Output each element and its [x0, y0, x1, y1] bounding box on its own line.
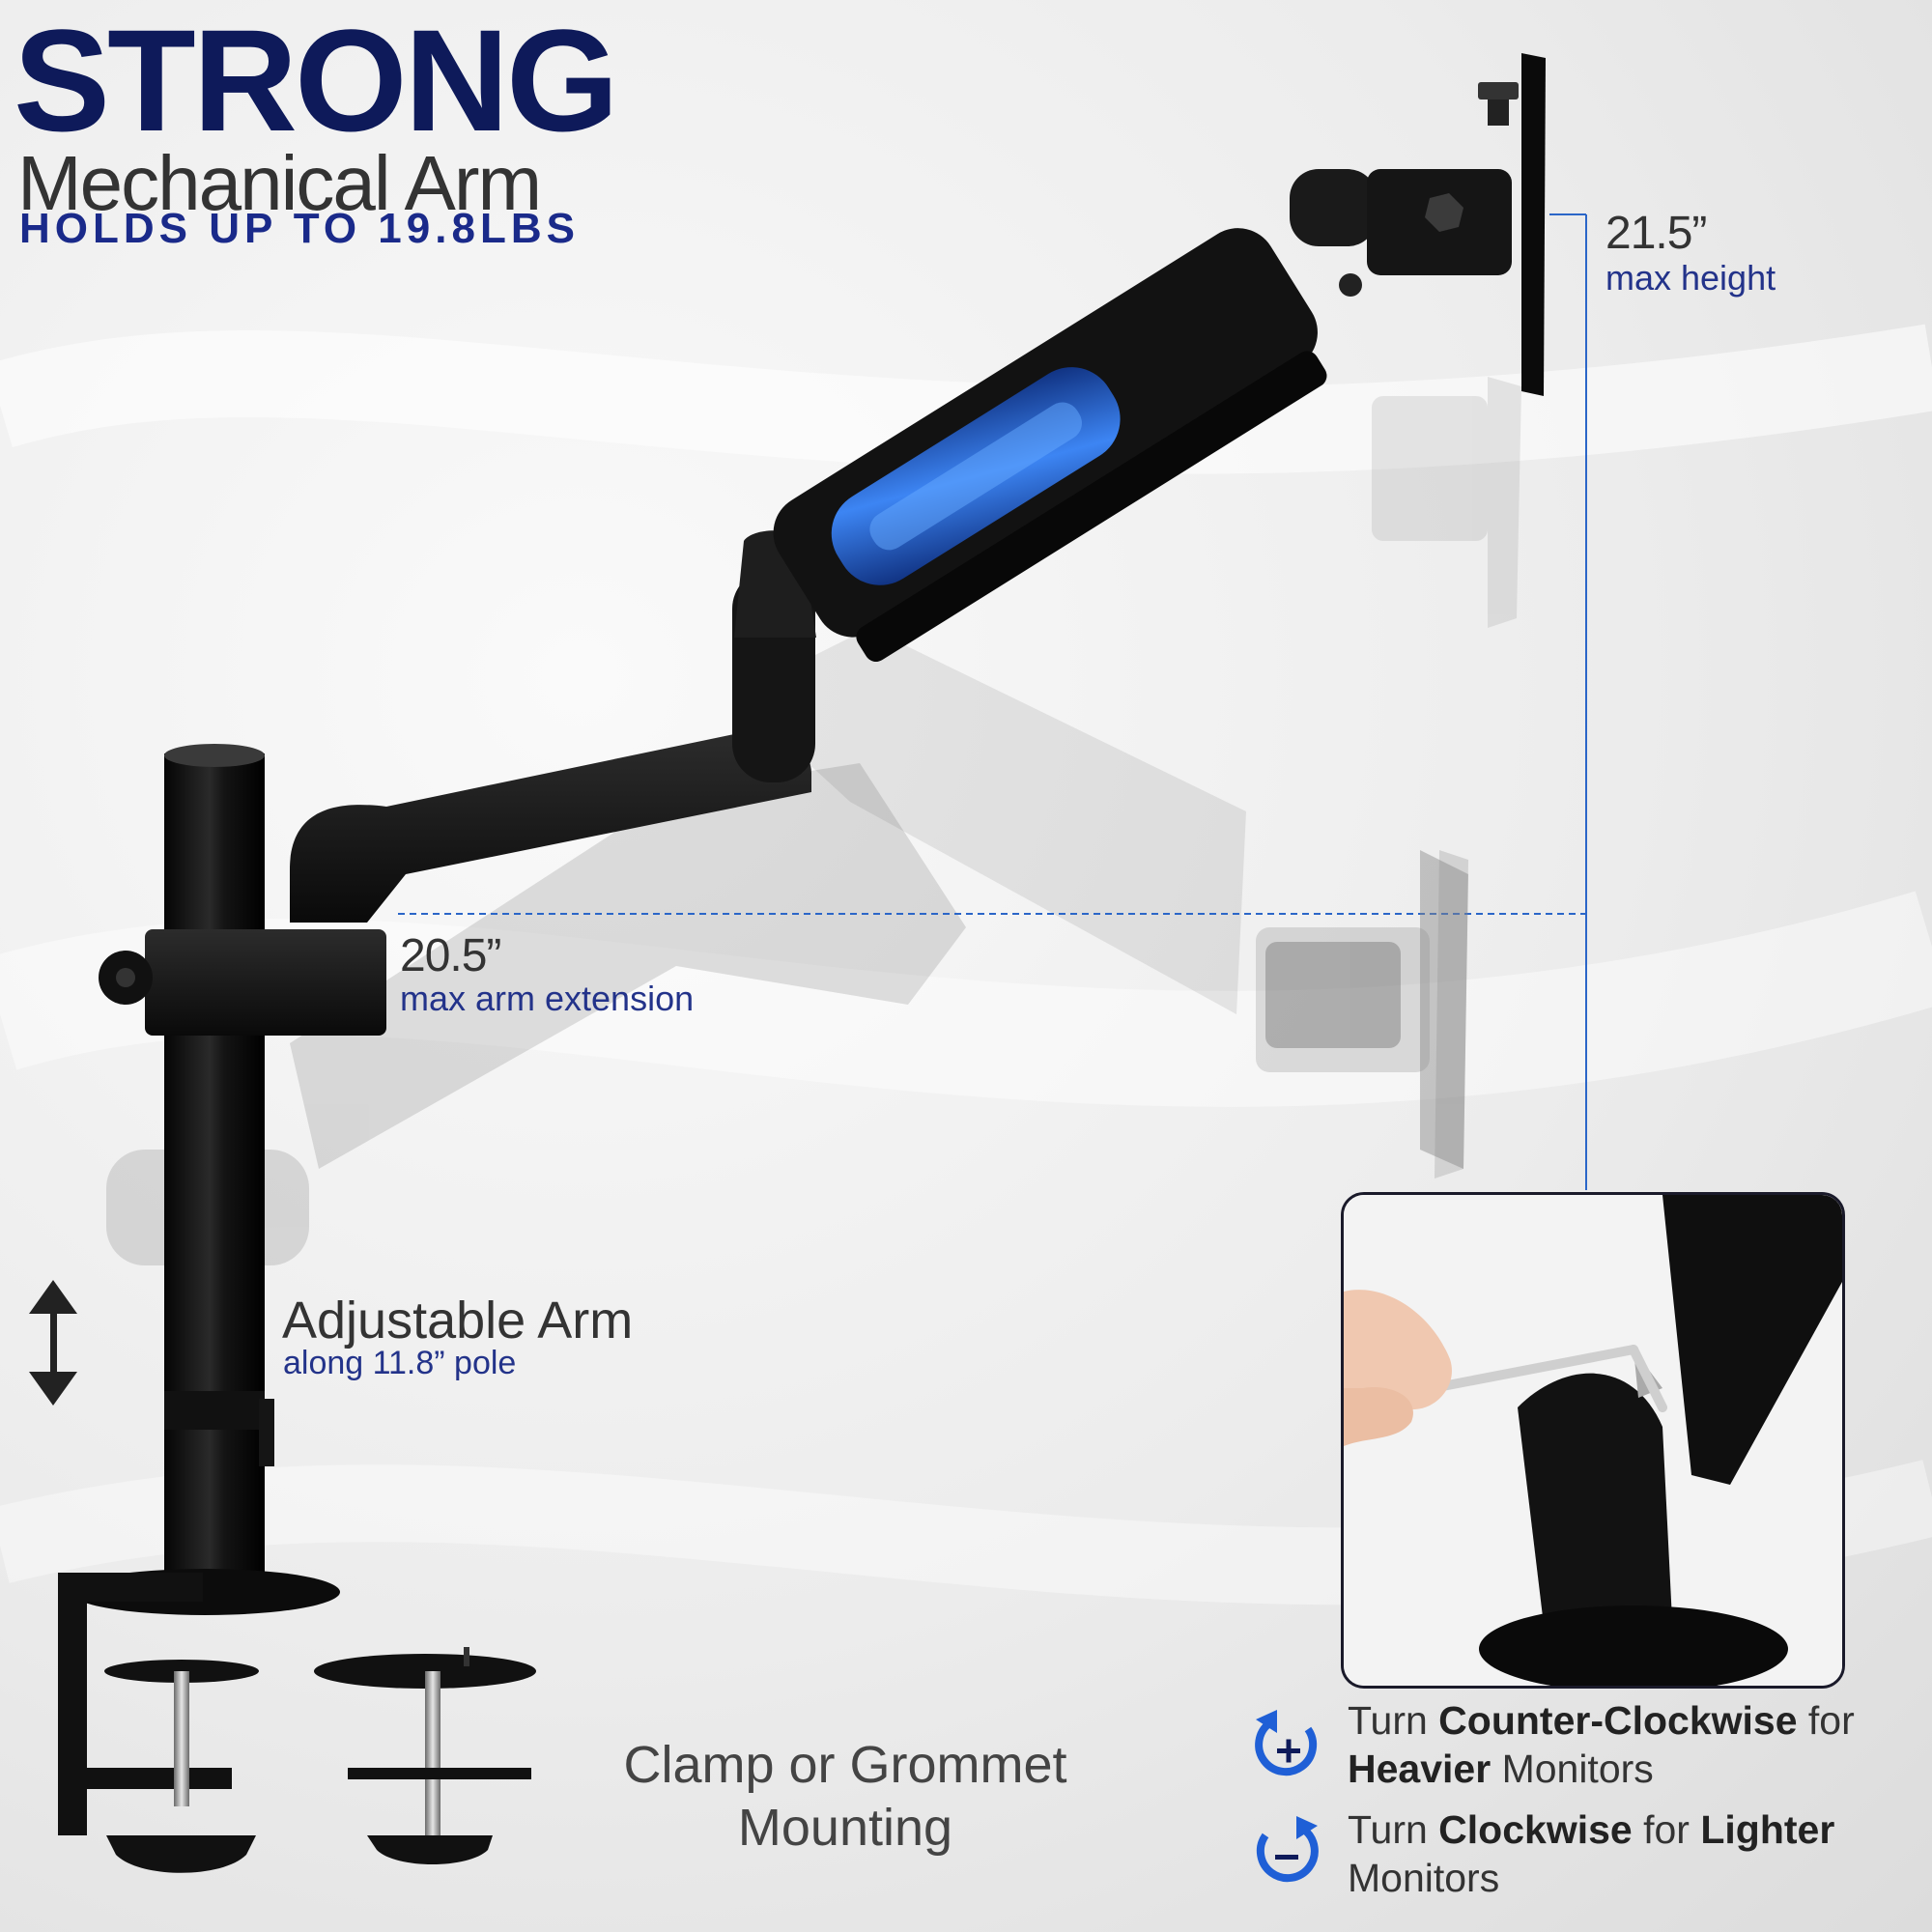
- headline-strong: STRONG: [14, 0, 619, 161]
- clockwise-minus-icon: [1256, 1816, 1319, 1883]
- c-clamp-icon: [58, 1573, 259, 1873]
- mounting-line-2: Mounting: [737, 1798, 953, 1857]
- mounting-line-1: Clamp or Grommet: [623, 1736, 1067, 1794]
- max-extension-label: max arm extension: [400, 979, 695, 1018]
- hex-key-adjustment-illustration: [1344, 1195, 1842, 1686]
- max-height-value: 21.5”: [1605, 208, 1707, 259]
- height-collar: [145, 929, 386, 1036]
- mounting-caption: Clamp or Grommet Mounting: [541, 1734, 1150, 1860]
- lower-arm: [290, 732, 811, 923]
- adjustable-arm-detail: along 11.8” pole: [283, 1345, 517, 1381]
- up-down-arrow-icon: [29, 1280, 77, 1406]
- tilt-head: [1290, 82, 1519, 297]
- adjustable-arm-title: Adjustable Arm: [282, 1292, 634, 1350]
- max-height-label: max height: [1605, 258, 1776, 298]
- pole: [164, 753, 265, 1604]
- ghost-head-lowered: [1265, 850, 1468, 1169]
- grommet-mount-icon: [314, 1647, 536, 1864]
- weight-capacity: HOLDS UP TO 19.8LBS: [19, 205, 580, 252]
- gas-spring-arm: [773, 228, 1327, 663]
- headline-mechanical-arm: Mechanical Arm: [17, 140, 542, 226]
- clockwise-tip: Turn Clockwise for Lighter Monitors: [1348, 1807, 1835, 1901]
- vesa-plate: [1521, 53, 1546, 396]
- tension-adjust-photo: [1341, 1192, 1845, 1689]
- max-extension-value: 20.5”: [400, 930, 501, 981]
- counter-clockwise-tip: Turn Counter-Clockwise for Heavier Monit…: [1348, 1698, 1855, 1792]
- ghost-arm-mid: [734, 377, 1521, 1014]
- counter-clockwise-plus-icon: [1255, 1710, 1318, 1776]
